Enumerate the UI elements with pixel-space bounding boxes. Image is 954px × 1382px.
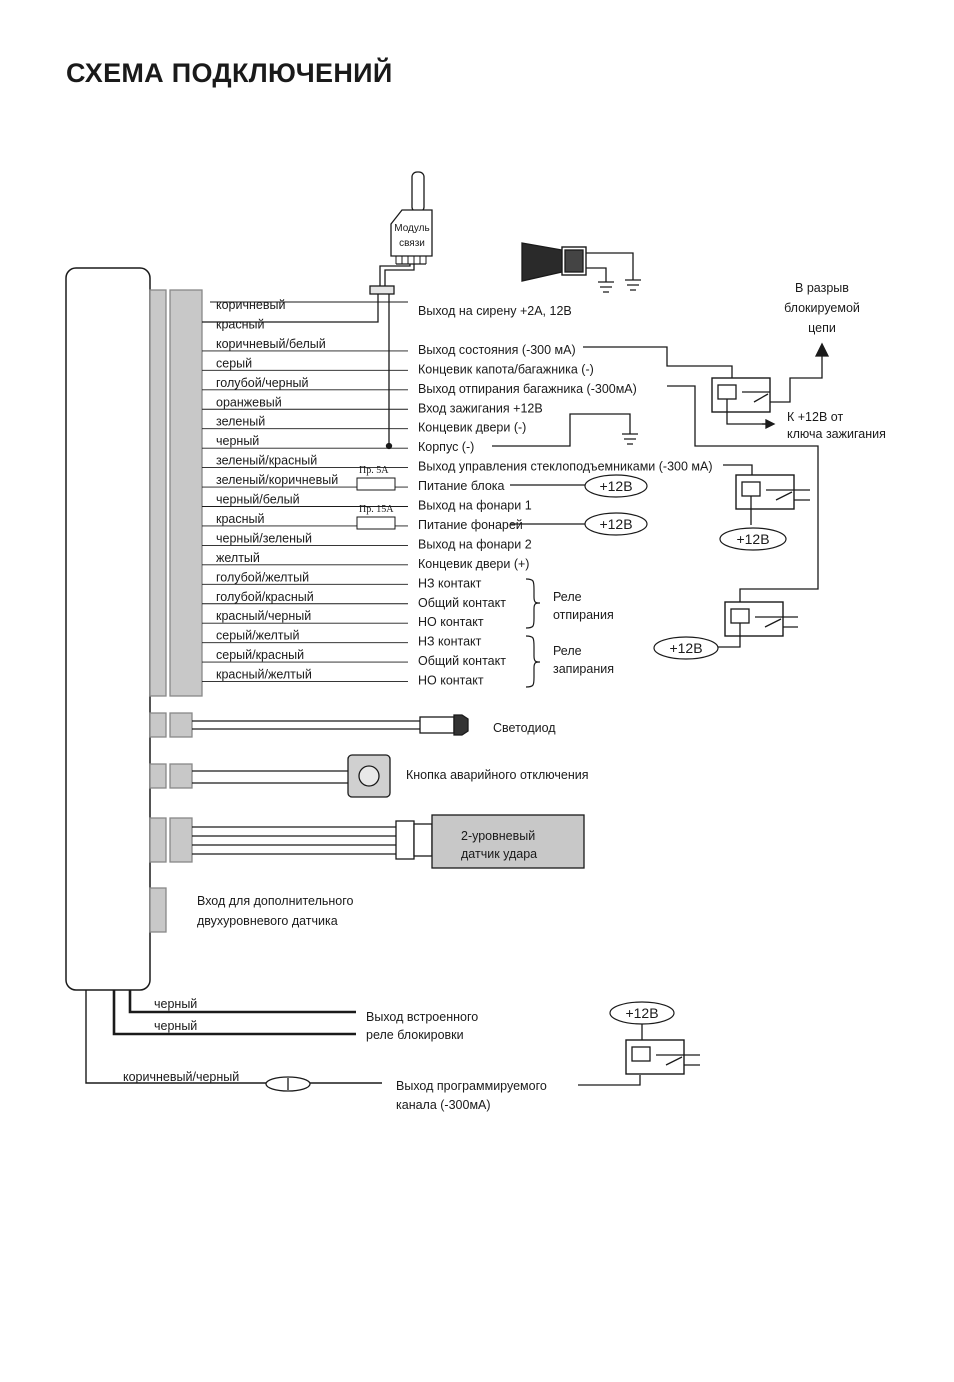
wire-color-label: коричневый (216, 298, 285, 312)
programmable-relay-icon (625, 1024, 700, 1075)
siren-icon (210, 242, 641, 303)
break-circuit-label-2: блокируемой (784, 301, 860, 315)
page-title: СХЕМА ПОДКЛЮЧЕНИЙ (66, 58, 393, 88)
wire-color-label: голубой/черный (216, 376, 309, 390)
bottom-wire-black-2: черный (154, 1019, 197, 1033)
emergency-button-label: Кнопка аварийного отключения (406, 768, 588, 782)
wire-color-label: черный/зеленый (216, 531, 312, 545)
window-relay-icon (735, 474, 810, 525)
wire-color-label: серый (216, 356, 252, 370)
wire-color-label: красный/черный (216, 609, 311, 623)
wire-function-label: Выход на фонари 1 (418, 499, 532, 513)
wire-function-label: Питание фонарей (418, 518, 523, 532)
shock-sensor-label-2: датчик удара (461, 847, 537, 861)
wire-function-label: Выход состояния (-300 мА) (418, 343, 576, 357)
wire-color-label: красный (216, 317, 265, 331)
relay-output-label-2: реле блокировки (366, 1028, 464, 1042)
wire-function-label: Выход на фонари 2 (418, 537, 532, 551)
svg-text:+12В: +12В (625, 1005, 658, 1021)
extra-sensor-label-1: Вход для дополнительного (197, 894, 354, 908)
shock-sensor-label-1: 2-уровневый (461, 829, 535, 843)
plus12-badge: +12В (609, 1001, 675, 1025)
module-connector (369, 285, 395, 295)
wire-function-label: Выход на сирену +2А, 12В (418, 304, 572, 318)
wire-function-label: Общий контакт (418, 654, 506, 668)
wire-function-label: Общий контакт (418, 596, 506, 610)
programmable-label-1: Выход программируемого (396, 1079, 547, 1093)
wire-color-label: зеленый (216, 415, 265, 429)
plus12-badge: +12В (584, 512, 648, 536)
wire-color-label: красный (216, 512, 265, 526)
svg-text:+12В: +12В (736, 531, 769, 547)
wire-function-label: НЗ контакт (418, 576, 482, 590)
fuse-15a-label: Пр. 15А (359, 504, 394, 515)
ignition-key-label-2: ключа зажигания (787, 427, 886, 441)
main-connector-socket (169, 289, 203, 697)
wire-color-label: черный (216, 434, 259, 448)
wire-color-label: голубой/красный (216, 590, 314, 604)
bottom-wire-brown-black: коричневый/черный (123, 1070, 239, 1084)
wire-function-label: Концевик капота/багажника (-) (418, 362, 594, 376)
svg-text:+12В: +12В (599, 516, 632, 532)
extra-sensor-label-2: двухуровневого датчика (197, 914, 338, 928)
unlock-relay-label-1: Реле (553, 590, 582, 604)
programmable-label-2: канала (-300мА) (396, 1098, 491, 1112)
wire-function-label: Корпус (-) (418, 440, 474, 454)
wire-function-label: Концевик двери (-) (418, 421, 526, 435)
shock-sensor-icon (149, 814, 585, 869)
wire-color-label: серый/красный (216, 648, 304, 662)
led-icon (149, 712, 469, 738)
wire-function-label: Концевик двери (+) (418, 557, 529, 571)
bottom-wire-black-1: черный (154, 997, 197, 1011)
module-label-2: связи (399, 238, 425, 249)
plus12-badge: +12В (719, 527, 787, 551)
wire-color-label: желтый (216, 551, 260, 565)
relay-output-label-1: Выход встроенного (366, 1010, 478, 1024)
wire-function-label: НО контакт (418, 674, 484, 688)
module-label-1: Модуль (394, 223, 429, 234)
wire-color-label: серый/желтый (216, 629, 299, 643)
wire-color-label: оранжевый (216, 395, 282, 409)
blocking-relay-icon (711, 342, 830, 430)
extra-sensor-connector (149, 887, 167, 933)
inline-fuse-icon (265, 1076, 311, 1092)
lock-relay-label-1: Реле (553, 644, 582, 658)
lock-relay-icon (716, 601, 798, 648)
wire-function-label: НЗ контакт (418, 635, 482, 649)
wire-color-label: коричневый/белый (216, 337, 326, 351)
wire-function-label: Вход зажигания +12В (418, 401, 543, 415)
led-label: Светодиод (493, 721, 556, 735)
fuse-5a-label: Пр. 5А (359, 465, 389, 476)
wire-color-label: черный/белый (216, 493, 300, 507)
communication-module (202, 171, 433, 450)
break-circuit-label-1: В разрыв (795, 281, 849, 295)
break-circuit-label-3: цепи (808, 321, 836, 335)
plus12-badge: +12В (584, 474, 648, 498)
emergency-button-icon (149, 754, 391, 798)
main-connector-plug (149, 289, 167, 697)
ignition-key-label-1: К +12В от (787, 410, 843, 424)
wire-function-label: Питание блока (418, 479, 505, 493)
wire-function-label: НО контакт (418, 615, 484, 629)
wire-function-label: Выход отпирания багажника (-300мА) (418, 382, 637, 396)
wire-color-label: зеленый/красный (216, 454, 317, 468)
main-unit (65, 267, 151, 991)
unlock-relay-label-2: отпирания (553, 608, 614, 622)
wire-color-label: зеленый/коричневый (216, 473, 338, 487)
lock-relay-label-2: запирания (553, 662, 614, 676)
plus12-badge: +12В (653, 636, 719, 660)
wire-function-label: Выход управления стеклоподъемниками (-30… (418, 460, 713, 474)
fuse-5a (356, 477, 396, 491)
svg-text:+12В: +12В (599, 478, 632, 494)
wire-color-label: голубой/желтый (216, 570, 309, 584)
svg-text:+12В: +12В (669, 640, 702, 656)
fuse-15a (356, 516, 396, 530)
wire-color-label: красный/желтый (216, 668, 312, 682)
